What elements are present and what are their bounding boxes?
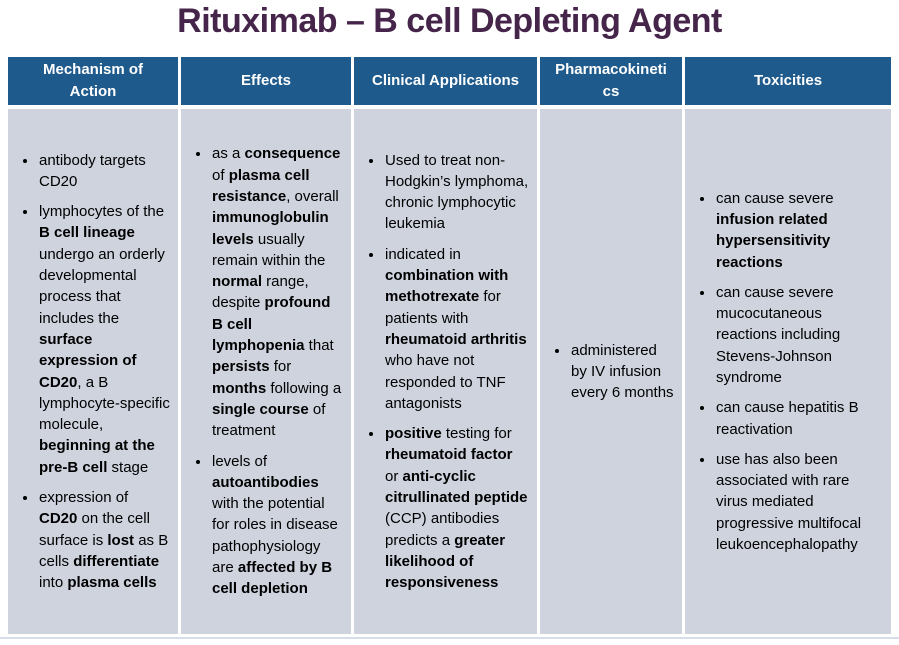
bullet-list: Used to treat non-Hodgkin’s lymphoma, ch… <box>358 141 529 603</box>
column-cell-mechanism-of-action: antibody targets CD20 lymphocytes of the … <box>8 109 178 634</box>
bold-text-segment: positive <box>385 425 442 443</box>
column-header-effects: Effects <box>181 57 351 105</box>
bullet-item: indicated in combination with methotrexa… <box>384 244 529 414</box>
table-column-pharmacokinetics: Pharmacokineti cs administered by IV infu… <box>540 57 682 634</box>
column-header-mechanism-of-action: Mechanism of Action <box>8 57 178 105</box>
bold-text-segment: infusion related hypersensitivity reacti… <box>716 210 831 271</box>
text-segment: testing for <box>441 425 512 443</box>
column-cell-toxicities: can cause severe infusion related hypers… <box>685 109 891 634</box>
bold-text-segment: rheumatoid arthritis <box>385 330 527 348</box>
bold-text-segment: anti-cyclic citrullinated peptide <box>385 467 528 506</box>
bold-text-segment: rheumatoid factor <box>385 446 513 464</box>
table-column-toxicities: Toxicities can cause severe infusion rela… <box>685 57 891 634</box>
bold-text-segment: greater likelihood of responsiveness <box>385 531 506 592</box>
bullet-list: antibody targets CD20 lymphocytes of the … <box>12 141 170 603</box>
text-segment: usually remain within the <box>212 230 326 269</box>
column-cell-pharmacokinetics: administered by IV infusion every 6 mont… <box>540 109 682 634</box>
text-segment: can cause severe mucocutaneous reactions… <box>716 283 841 386</box>
bold-text-segment: lost <box>107 531 135 549</box>
bold-text-segment: normal <box>212 273 263 291</box>
text-segment: with the potential for roles in disease … <box>212 495 338 577</box>
text-segment: into <box>39 574 68 592</box>
text-segment: antibody targets CD20 <box>39 151 146 190</box>
text-segment: stage <box>107 458 149 476</box>
column-cell-clinical-applications: Used to treat non-Hodgkin’s lymphoma, ch… <box>354 109 537 634</box>
bold-text-segment: plasma cells <box>67 574 157 592</box>
text-segment: for <box>269 358 292 376</box>
bold-text-segment: combination with methotrexate <box>385 267 509 306</box>
text-segment: indicated in <box>385 245 461 263</box>
text-segment: range, despite <box>212 273 309 312</box>
column-header-toxicities: Toxicities <box>685 57 891 105</box>
bold-text-segment: B cell lineage <box>39 224 135 242</box>
bullet-item: Used to treat non-Hodgkin’s lymphoma, ch… <box>384 150 529 235</box>
text-segment: following a <box>266 379 342 397</box>
bold-text-segment: single course <box>212 400 309 418</box>
bullet-item: antibody targets CD20 <box>38 150 170 193</box>
bullet-list: can cause severe infusion related hypers… <box>689 179 883 565</box>
bullet-item: lymphocytes of the B cell lineage underg… <box>38 201 170 478</box>
text-segment: use has also been associated with rare v… <box>716 450 862 554</box>
bold-text-segment: consequence <box>244 145 341 163</box>
bullet-item: use has also been associated with rare v… <box>715 449 883 555</box>
text-segment: lymphocytes of the <box>39 203 165 221</box>
page-title: Rituximab – B cell Depleting Agent <box>177 2 722 40</box>
column-header-clinical-applications: Clinical Applications <box>354 57 537 105</box>
bullet-item: administered by IV infusion every 6 mont… <box>570 340 674 404</box>
bullet-list: as a consequence of plasma cell resistan… <box>185 134 343 608</box>
column-cell-effects: as a consequence of plasma cell resistan… <box>181 109 351 634</box>
bullet-item: as a consequence of plasma cell resistan… <box>211 143 343 441</box>
text-segment: that <box>304 337 334 355</box>
text-segment: as a <box>212 145 245 163</box>
bold-text-segment: immunoglobulin levels <box>212 209 329 248</box>
text-segment: can cause severe <box>716 189 834 207</box>
text-segment: of treatment <box>212 400 326 440</box>
bullet-list: administered by IV infusion every 6 mont… <box>544 331 674 413</box>
drug-table: Mechanism of Action antibody targets CD20… <box>8 57 891 634</box>
bottom-divider <box>0 637 899 639</box>
table-column-effects: Effects as a consequence of plasma cell r… <box>181 57 351 634</box>
text-segment: as B cells <box>39 531 169 570</box>
bold-text-segment: plasma cell resistance <box>212 166 310 205</box>
text-segment: or <box>385 467 403 485</box>
text-segment: , a B lymphocyte-specific molecule, <box>39 373 170 434</box>
bold-text-segment: autoantibodies <box>212 473 319 491</box>
bold-text-segment: profound B cell lymphopenia <box>212 294 331 355</box>
bold-text-segment: months <box>212 379 267 397</box>
text-segment: levels of <box>212 452 268 470</box>
bullet-item: levels of autoantibodies with the potent… <box>211 451 343 600</box>
bold-text-segment: surface expression of CD20 <box>39 330 137 391</box>
column-header-pharmacokinetics: Pharmacokineti cs <box>540 57 682 105</box>
text-segment: (CCP) antibodies predicts a <box>385 510 500 549</box>
bold-text-segment: beginning at the pre-B cell <box>39 437 155 476</box>
text-segment: undergo an orderly developmental process… <box>39 245 165 327</box>
text-segment: , overall <box>286 187 339 205</box>
bullet-item: can cause severe mucocutaneous reactions… <box>715 282 883 388</box>
text-segment: who have not responded to TNF antagonist… <box>385 352 506 412</box>
bold-text-segment: affected by B cell depletion <box>212 559 333 598</box>
bold-text-segment: CD20 <box>39 510 78 528</box>
bullet-item: positive testing for rheumatoid factor o… <box>384 423 529 593</box>
text-segment: expression of <box>39 488 129 506</box>
text-segment: on the cell surface is <box>39 510 150 549</box>
bullet-item: can cause severe infusion related hypers… <box>715 188 883 273</box>
bold-text-segment: persists <box>212 358 270 376</box>
text-segment: for patients with <box>385 288 501 327</box>
text-segment: Used to treat non-Hodgkin’s lymphoma, ch… <box>385 151 529 233</box>
table-column-clinical-applications: Clinical ApplicationsUsed to treat non-H… <box>354 57 537 634</box>
bullet-item: expression of CD20 on the cell surface i… <box>38 487 170 593</box>
bullet-item: can cause hepatitis B reactivation <box>715 397 883 440</box>
text-segment: of <box>212 166 229 184</box>
text-segment: can cause hepatitis B reactivation <box>716 399 859 438</box>
bold-text-segment: differentiate <box>73 552 160 570</box>
table-column-mechanism-of-action: Mechanism of Action antibody targets CD20… <box>8 57 178 634</box>
text-segment: administered by IV infusion every 6 mont… <box>571 341 674 402</box>
